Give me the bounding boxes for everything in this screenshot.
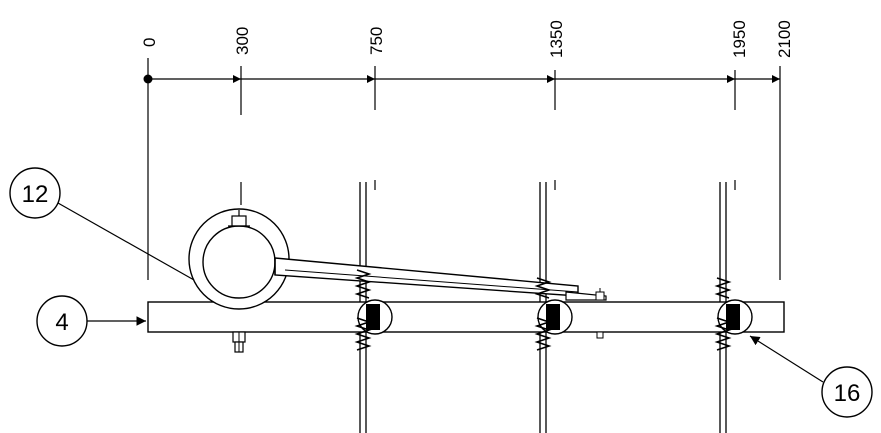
diagonal-brace (274, 257, 607, 339)
dimension-label-0: 0 (140, 38, 159, 47)
dimension-chain: 0 300 750 1350 1950 2100 (140, 20, 794, 280)
post-clip-750 (357, 299, 393, 335)
post-clip-1950 (717, 299, 753, 335)
dimension-label-1950: 1950 (730, 20, 749, 58)
callout-16: 16 (749, 335, 873, 418)
dimension-label-1350: 1350 (547, 20, 566, 58)
dimension-label-300: 300 (233, 27, 252, 55)
callout-4-label: 4 (55, 309, 68, 336)
dimension-label-750: 750 (367, 27, 386, 55)
callout-4: 4 (36, 295, 146, 347)
callout-12: 12 (9, 167, 195, 281)
wire-twists (354, 269, 732, 351)
callout-12-label: 12 (22, 181, 49, 208)
dimension-label-2100: 2100 (775, 20, 794, 58)
post-clip-1350 (537, 299, 573, 335)
callout-16-label: 16 (834, 380, 861, 407)
